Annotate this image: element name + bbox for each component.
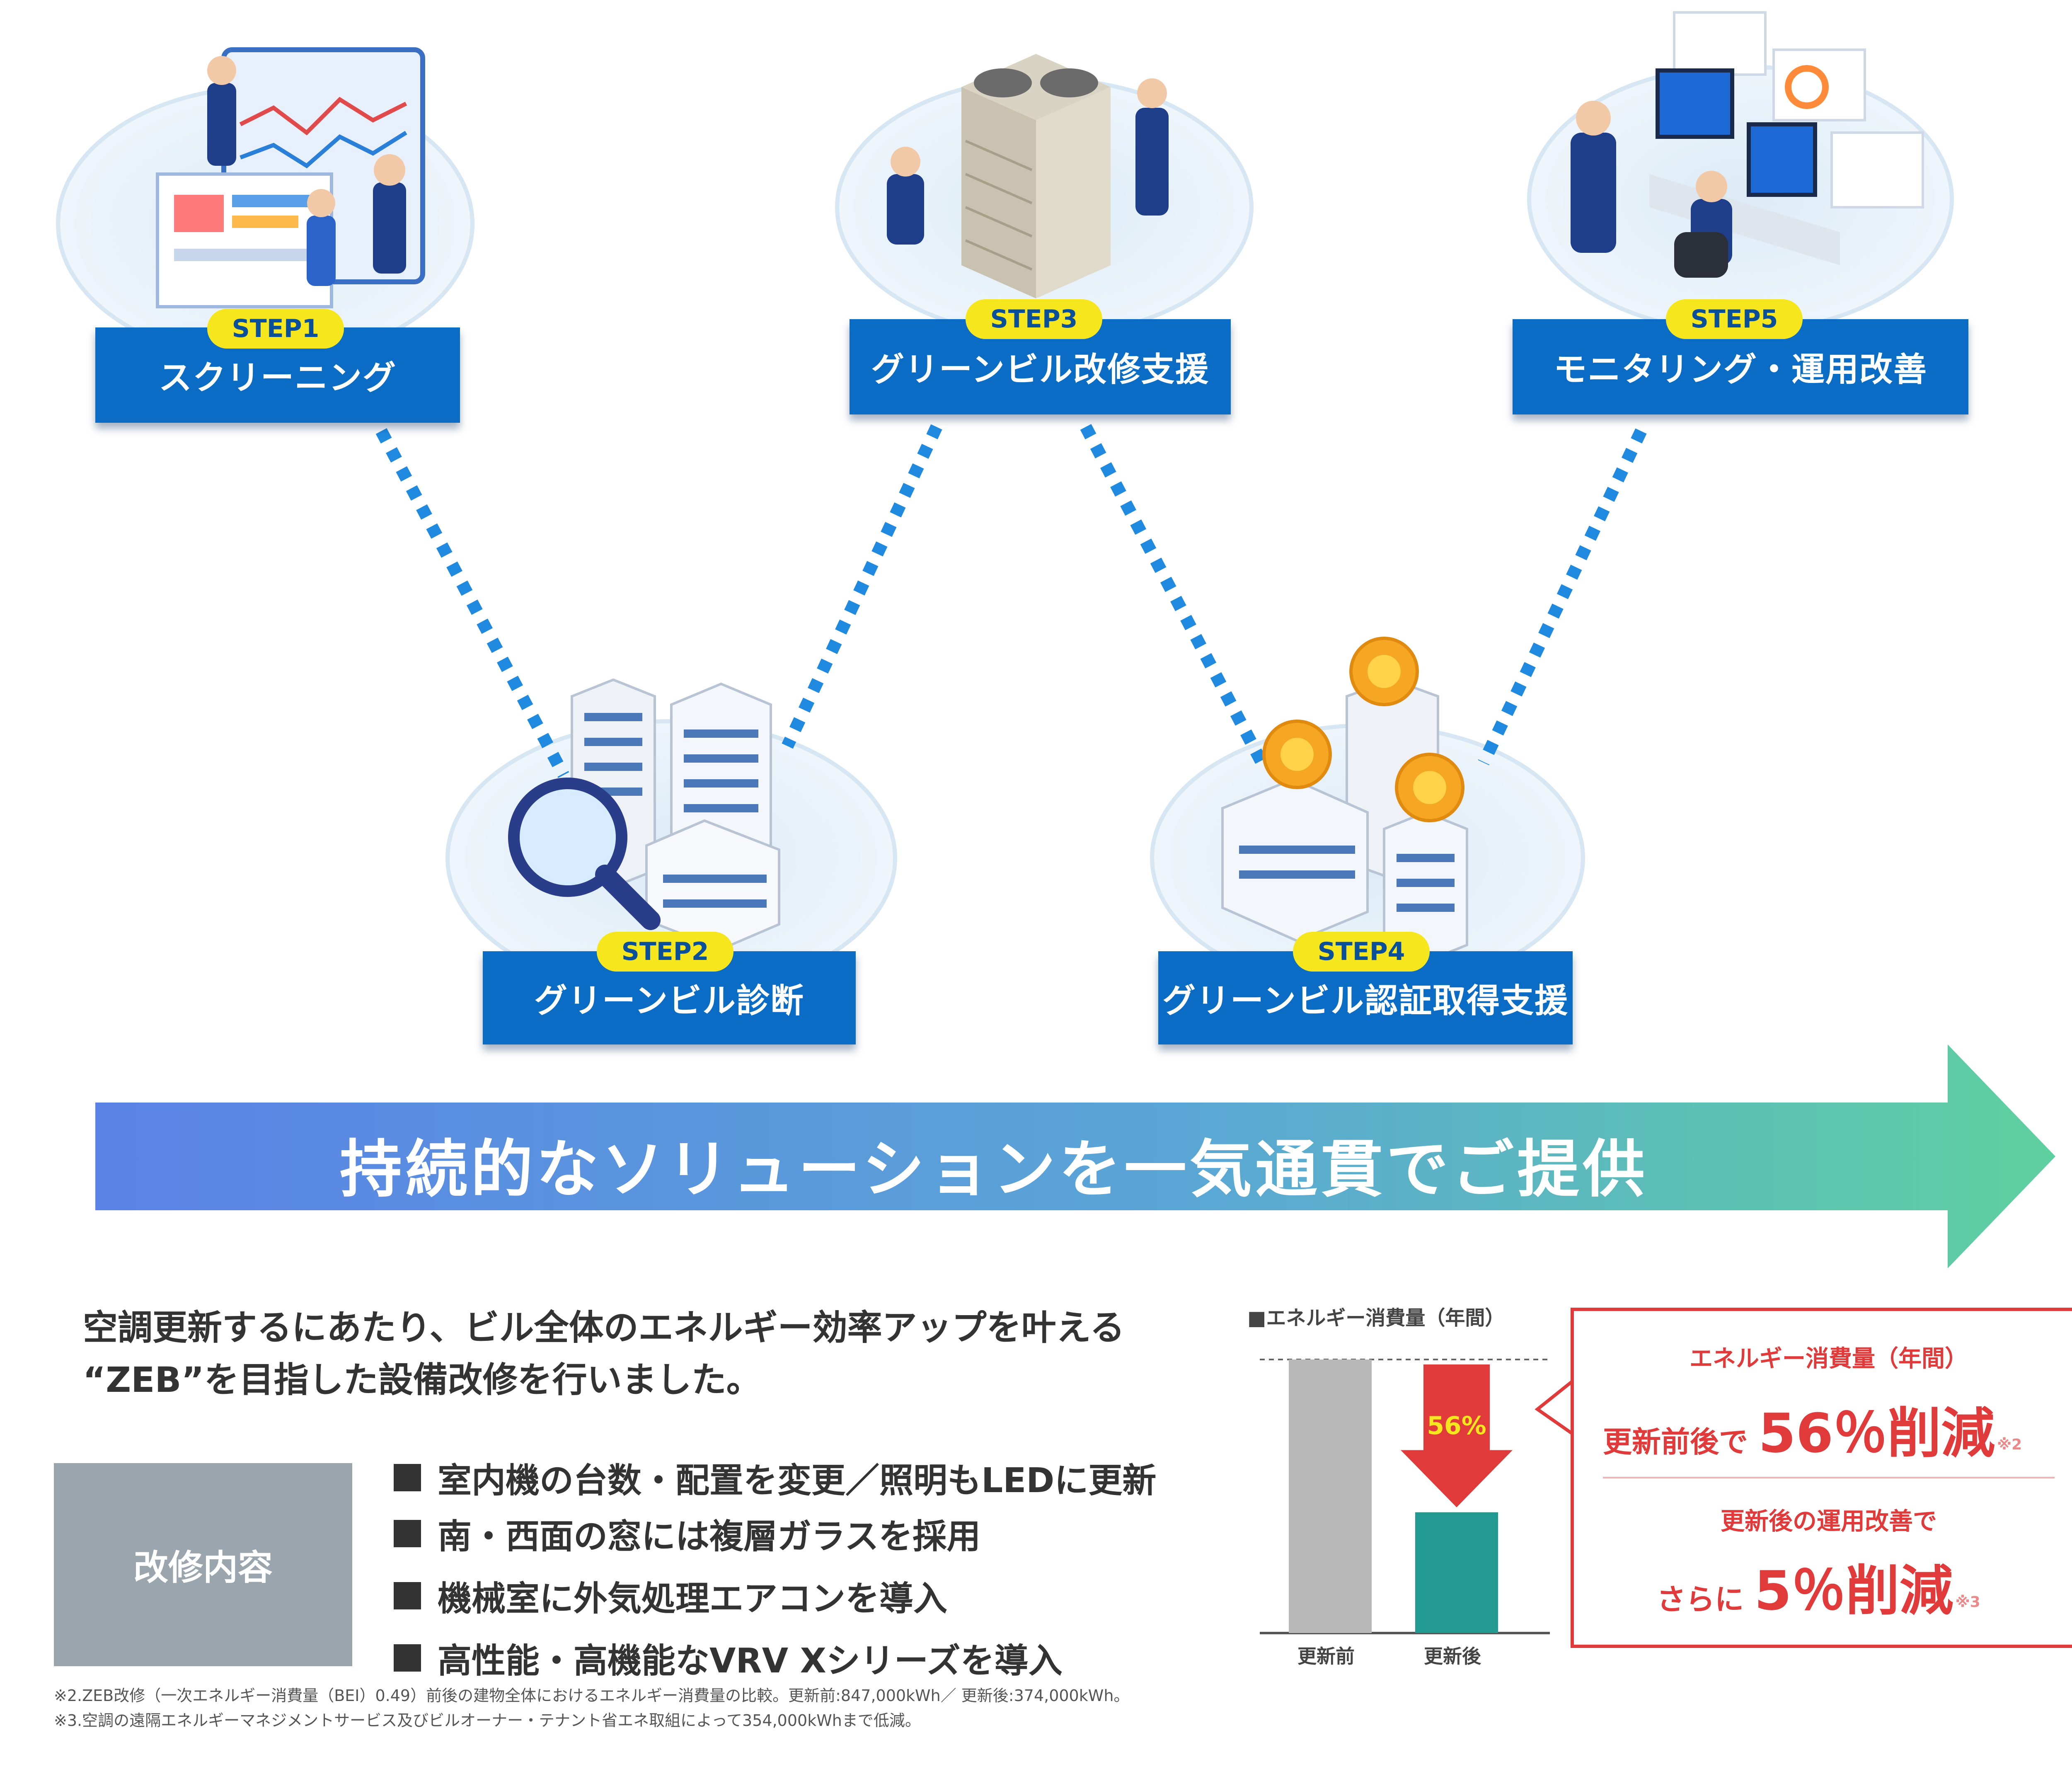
reduction-arrow <box>1401 1364 1513 1507</box>
certification-illustration <box>1221 637 1468 963</box>
step4-title: グリーンビル認証取得支援 <box>1162 981 1569 1020</box>
intro-line-2: “ZEB”を目指した設備改修を行いました。 <box>83 1359 761 1400</box>
ac-unit-illustration <box>887 54 1169 298</box>
result-callout: エネルギー消費量（年間） 更新前後で 56％削減 ※2 更新後の運用改善で さら… <box>1571 1308 2072 1648</box>
callout-divider <box>1603 1477 2055 1478</box>
dotted-connectors <box>375 424 1647 778</box>
square-bullet-icon <box>394 1464 421 1491</box>
chart-title: ■エネルギー消費量（年間） <box>1247 1306 1505 1330</box>
step5-badge: STEP5 <box>1666 299 1803 339</box>
step2-title: グリーンビル診断 <box>534 981 804 1020</box>
step5-label-box: モニタリング・運用改善 <box>1513 319 1968 414</box>
callout-heading: エネルギー消費量（年間） <box>1690 1345 1968 1372</box>
step1-title: スクリーニング <box>159 359 397 397</box>
step3-badge: STEP3 <box>966 299 1102 339</box>
square-bullet-icon <box>394 1519 421 1547</box>
footnote-3: ※3.空調の遠隔エネルギーマネジメントサービス及びビルオーナー・テナント省エネ取… <box>54 1711 921 1730</box>
diagnosis-illustration <box>508 678 780 951</box>
step3-title: グリーンビル改修支援 <box>871 350 1209 389</box>
callout-line-2: 更新後の運用改善で <box>1720 1507 1937 1535</box>
bar-before <box>1289 1359 1372 1633</box>
energy-chart: 56% <box>1260 1359 1550 1634</box>
intro-line-1: 空調更新するにあたり、ビル全体のエネルギー効率アップを叶える <box>83 1307 1125 1348</box>
footnote-2: ※2.ZEB改修（一次エネルギー消費量（BEI）0.49）前後の建物全体における… <box>54 1687 1130 1705</box>
square-bullet-icon <box>394 1644 421 1672</box>
x-label-before: 更新前 <box>1297 1645 1355 1667</box>
square-bullet-icon <box>394 1582 421 1609</box>
renovation-item-4: 高性能・高機能なVRV Xシリーズを導入 <box>394 1633 1063 1682</box>
callout-line-3: さらに 5％削減 ※3 <box>1657 1559 1980 1622</box>
renovation-label: 改修内容 <box>133 1547 273 1588</box>
bar-after <box>1415 1512 1498 1633</box>
x-label-after: 更新後 <box>1424 1645 1481 1667</box>
step2-badge: STEP2 <box>597 932 733 972</box>
step5-title: モニタリング・運用改善 <box>1554 350 1927 389</box>
screening-illustration <box>156 47 425 308</box>
intro-text: 空調更新するにあたり、ビル全体のエネルギー効率アップを叶える “ZEB”を目指し… <box>83 1301 1243 1406</box>
renovation-item-1: 室内機の台数・配置を変更／照明もLEDに更新 <box>394 1453 1156 1502</box>
renovation-item-2: 南・西面の窓には複層ガラスを採用 <box>394 1509 980 1558</box>
banner-text: 持続的なソリューションを一気通貫でご提供 <box>340 1134 1648 1206</box>
callout-line-1: 更新前後で 56％削減 ※2 <box>1603 1402 2022 1465</box>
reduction-label: 56% <box>1427 1411 1486 1440</box>
renovation-label-box: 改修内容 <box>54 1463 352 1666</box>
step1-badge: STEP1 <box>207 309 344 349</box>
renovation-item-3: 機械室に外気処理エアコンを導入 <box>394 1571 947 1620</box>
solution-banner-arrow <box>95 1044 2055 1268</box>
monitoring-illustration <box>1571 11 1924 278</box>
step4-badge: STEP4 <box>1293 932 1430 972</box>
